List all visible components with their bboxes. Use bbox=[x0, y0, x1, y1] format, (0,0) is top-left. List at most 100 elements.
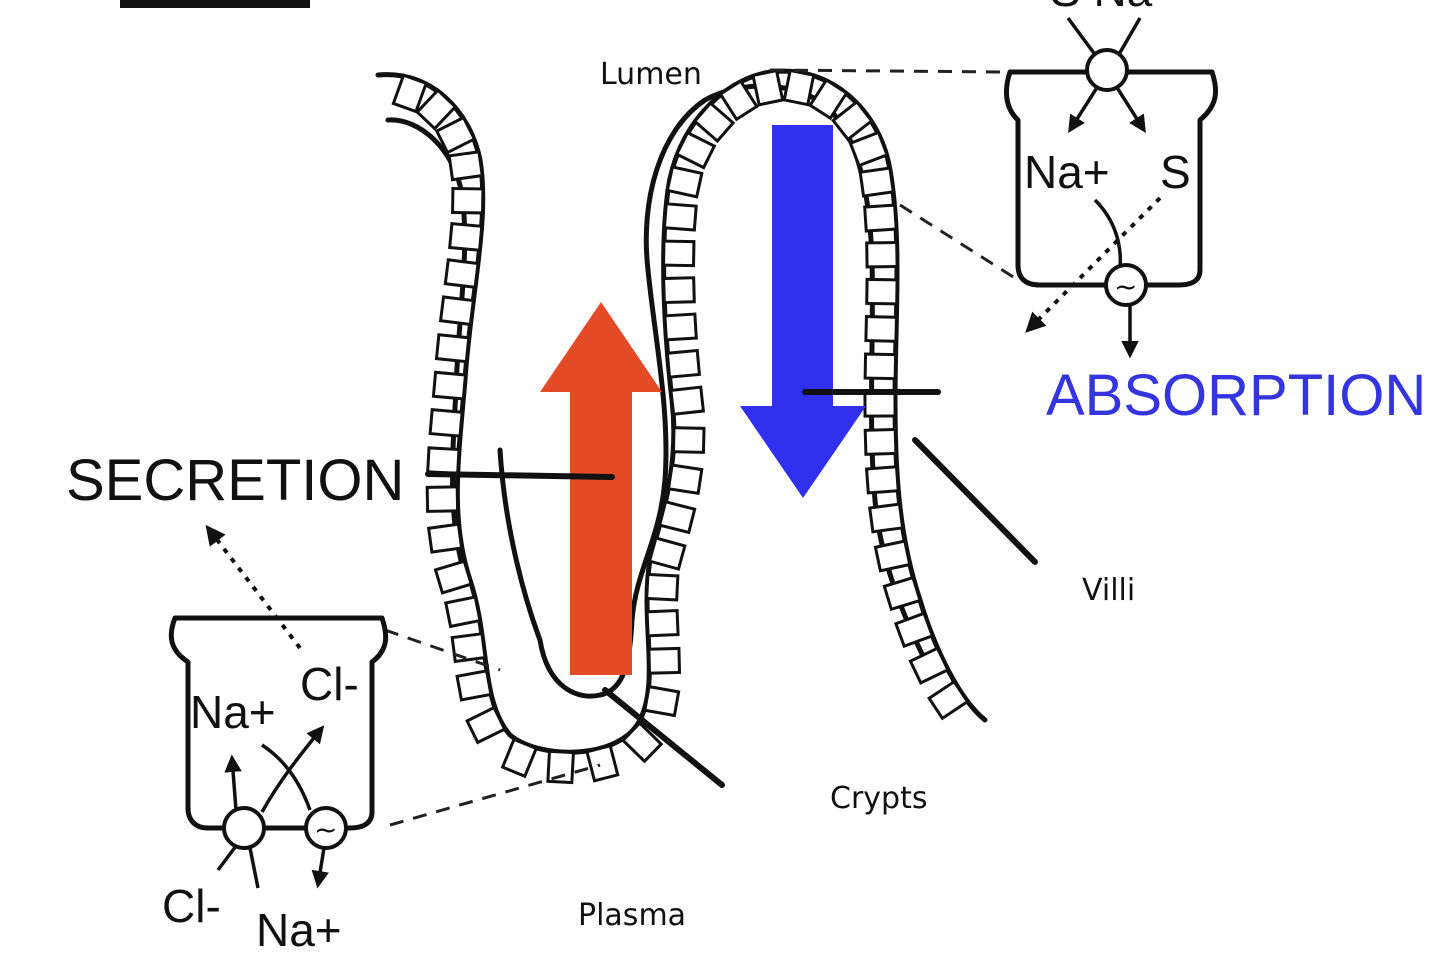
epithelial-cell bbox=[585, 743, 620, 783]
epithelial-cell bbox=[657, 500, 697, 535]
epithelial-cell bbox=[448, 221, 484, 252]
epithelial-cells bbox=[391, 68, 970, 785]
epithelial-cell bbox=[848, 130, 889, 168]
pump-na-out-arrow bbox=[311, 847, 329, 889]
epithelial-cell bbox=[645, 572, 680, 602]
epithelial-cell bbox=[465, 705, 507, 745]
epithelial-cell bbox=[500, 737, 539, 779]
epithelial-cell bbox=[645, 608, 680, 638]
pump-icon bbox=[1104, 263, 1148, 307]
epithelial-cell bbox=[443, 258, 480, 290]
epithelial-cell bbox=[865, 240, 899, 269]
s-entry-arrow bbox=[1114, 85, 1146, 133]
crypts-label: Crypts bbox=[830, 781, 927, 816]
epithelial-cell bbox=[391, 73, 429, 114]
epithelial-cell bbox=[433, 559, 474, 595]
secretory-inset-bottom-connector bbox=[389, 763, 601, 827]
epithelial-cell bbox=[863, 390, 897, 418]
epithelial-cell bbox=[863, 427, 898, 456]
na-up-arrow bbox=[224, 754, 242, 811]
epithelial-cell bbox=[831, 99, 874, 142]
epithelial-cell bbox=[864, 465, 900, 495]
epithelial-cell bbox=[751, 68, 785, 107]
epithelial-cell bbox=[692, 101, 736, 144]
basolateral-in-line-left bbox=[216, 844, 238, 872]
cl-crossing-arrow bbox=[260, 725, 325, 813]
villi-label: Villi bbox=[1082, 573, 1135, 608]
epithelial-cell bbox=[782, 68, 816, 107]
epithelial-cell bbox=[643, 684, 681, 718]
epithelium bbox=[375, 68, 988, 785]
secretory-cell-inset: Na+ Cl- ~ Cl- Na+ bbox=[162, 524, 389, 956]
absorptive-na-label: Na+ bbox=[1024, 146, 1110, 198]
epithelial-cell bbox=[662, 202, 698, 232]
cropped-heading-fragment bbox=[120, 0, 310, 8]
epithelial-cell bbox=[868, 502, 905, 534]
epithelial-cell bbox=[674, 130, 717, 170]
plasma-label: Plasma bbox=[578, 898, 686, 933]
secretion-label: SECRETION bbox=[66, 448, 404, 513]
epithelial-cell bbox=[434, 115, 477, 155]
absorptive-inset-bottom-connector bbox=[899, 203, 1019, 282]
villi-leader-line bbox=[912, 437, 1038, 565]
epithelial-cell bbox=[893, 611, 935, 649]
cotransporter-icon-secretory bbox=[222, 806, 266, 850]
epithelial-cell bbox=[669, 385, 706, 416]
secretory-na-top-label: Na+ bbox=[190, 686, 276, 738]
epithelial-cell bbox=[665, 165, 704, 199]
secretory-cell-outline bbox=[168, 615, 389, 831]
epithelial-cell bbox=[662, 239, 696, 268]
epithelial-cell bbox=[873, 539, 912, 573]
epithelial-cell bbox=[451, 186, 485, 215]
epithelial-cell bbox=[647, 646, 682, 675]
pump-icon-secretory bbox=[304, 806, 348, 850]
epithelial-cell bbox=[444, 595, 482, 629]
epithelial-cell bbox=[908, 646, 950, 685]
epithelial-cell bbox=[438, 295, 476, 327]
secretory-cl-bottom-label: Cl- bbox=[162, 880, 221, 932]
pump-tilde-icon: ~ bbox=[1114, 270, 1137, 303]
chloride-exit-dotted-arrow bbox=[205, 524, 302, 650]
na-recycle-path bbox=[261, 743, 312, 811]
epithelial-cell bbox=[647, 536, 687, 571]
absorptive-top-partial-label: S Na bbox=[1050, 0, 1153, 16]
absorptive-s-label: S bbox=[1160, 146, 1191, 198]
epithelial-cell bbox=[426, 522, 464, 554]
absorptive-cell-outline bbox=[1003, 69, 1219, 288]
secretion-arrow bbox=[540, 302, 662, 675]
epithelial-cell bbox=[662, 276, 696, 305]
solute-exit-dotted-arrow bbox=[1025, 196, 1162, 333]
epithelial-cell bbox=[428, 408, 464, 438]
epithelial-cell bbox=[447, 150, 484, 182]
basolateral-in-line-right bbox=[248, 847, 260, 889]
epithelial-cell bbox=[718, 79, 759, 122]
epithelial-cell bbox=[671, 426, 706, 454]
secretion-leader-line bbox=[425, 471, 615, 480]
cotransporter-icon bbox=[1085, 48, 1129, 92]
epithelial-cell bbox=[865, 277, 899, 306]
symporter-in-line-right bbox=[1116, 17, 1142, 57]
epithelial-cell bbox=[665, 348, 702, 379]
epithelial-cell bbox=[431, 370, 468, 401]
epithelial-cell bbox=[455, 669, 493, 702]
epithelial-cell bbox=[425, 485, 460, 513]
na-to-pump-path bbox=[1093, 198, 1123, 269]
lumen-label: Lumen bbox=[600, 57, 702, 92]
epithelial-cell bbox=[864, 314, 898, 343]
epithelial-cell bbox=[450, 632, 487, 664]
epithelial-cell bbox=[863, 352, 898, 381]
secretory-inset-top-connector bbox=[384, 628, 501, 672]
absorption-arrow bbox=[740, 125, 866, 498]
crypts-leader-line bbox=[602, 687, 725, 788]
na-entry-arrow bbox=[1068, 85, 1100, 133]
epithelial-cell bbox=[927, 679, 970, 721]
epithelial-cell bbox=[863, 203, 898, 233]
epithelial-cell bbox=[663, 312, 698, 342]
secretory-cl-top-label: Cl- bbox=[300, 658, 359, 710]
secretory-na-bottom-label: Na+ bbox=[256, 904, 342, 956]
epithelial-cell bbox=[858, 166, 895, 198]
epithelial-cell bbox=[882, 575, 922, 612]
epithelial-cell bbox=[434, 333, 471, 364]
epithelial-cell bbox=[546, 749, 576, 785]
